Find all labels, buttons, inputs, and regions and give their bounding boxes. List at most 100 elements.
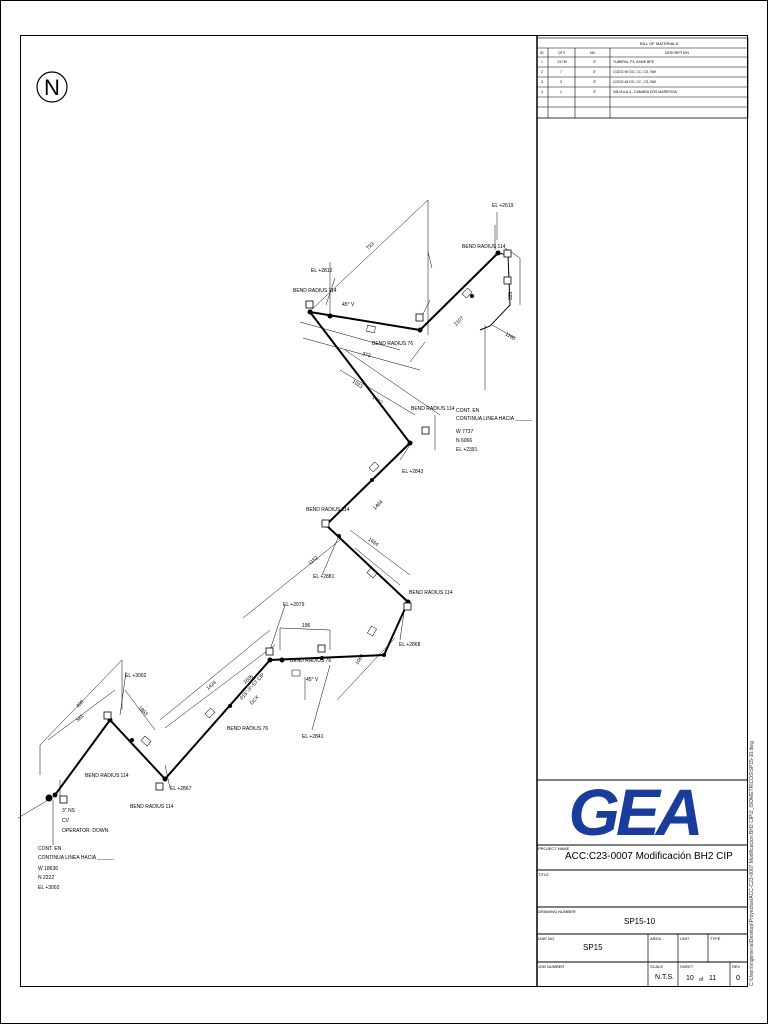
bend-label: BEND RADIUS 114 xyxy=(411,406,455,412)
bom-cell: 3" xyxy=(593,90,597,94)
angle-label: 45° V xyxy=(342,302,355,308)
cont-bottom-line: EL +3002 xyxy=(38,885,60,891)
elevation-label: EL +3002 xyxy=(125,673,147,679)
bom-cell: 3 xyxy=(541,80,543,84)
bom-header-nd: ND xyxy=(590,51,596,55)
drawing-value: SP15-10 xyxy=(624,917,656,926)
gea-logo: GEA xyxy=(568,775,703,849)
dim-label: 196 xyxy=(302,623,311,629)
drawing-border xyxy=(20,35,748,987)
fitting-markers xyxy=(59,249,512,804)
project-label: PROJECT NAME xyxy=(538,846,570,851)
inlet-line: 3" NS xyxy=(62,808,76,814)
sheet-total: 11 xyxy=(709,975,717,982)
dim-label: 1424 xyxy=(205,680,218,692)
bom-cell: 3" xyxy=(593,60,597,64)
line-no-value: SP15 xyxy=(583,943,603,952)
sheet-of: of xyxy=(699,977,704,983)
sheet-label: SHEET xyxy=(680,964,694,969)
scale-label: SCALE xyxy=(650,964,664,969)
dim-label: 335 xyxy=(508,291,514,300)
dim-label: 1803 xyxy=(137,705,149,717)
north-arrow: N xyxy=(36,71,68,103)
cont-bottom-line: W 18636 xyxy=(38,866,58,872)
pipe-joints xyxy=(45,250,501,802)
cont-top-line: CONT. EN xyxy=(456,408,480,414)
bom-cell: 2 xyxy=(541,70,543,74)
right-panel-frame xyxy=(536,36,748,986)
area-label: AREA xyxy=(650,936,661,941)
pipe-route xyxy=(54,252,511,796)
rev-value: 0 xyxy=(736,975,740,982)
cont-top-line: EL +2391 xyxy=(456,447,478,453)
bom-table xyxy=(536,37,749,119)
cont-bottom-line: CONT. EN xyxy=(38,846,62,852)
dim-label: 2107 xyxy=(453,315,465,327)
bom-cell: 3" xyxy=(593,70,597,74)
cont-top-line: CONTINUA LINEA HACIA ______ xyxy=(456,416,532,422)
bend-label: BEND RADIUS 114 xyxy=(293,288,337,294)
bom-text: BILL OF MATERIALS ID QTY ND DESCRIPTION … xyxy=(540,41,689,94)
bom-cell: 7 xyxy=(560,70,562,74)
file-path-text: C:\Users\ingenieria\Desktop\Proyectos\AC… xyxy=(749,741,755,986)
unit-label: UNIT xyxy=(680,936,690,941)
job-label: JOB NUMBER xyxy=(538,964,565,969)
bom-header-id: ID xyxy=(540,51,544,55)
dim-label: 1605 xyxy=(242,674,255,686)
bend-label: BEND RADIUS 114 xyxy=(409,590,453,596)
file-path-margin: C:\Users\ingenieria\Desktop\Proyectos\AC… xyxy=(745,310,767,986)
bom-cell: TUBERIA, P3, ASME BPE xyxy=(613,60,655,64)
bom-cell: 3 xyxy=(560,80,562,84)
inlet-line: CV xyxy=(62,818,70,824)
dim-label: 1060 xyxy=(355,653,366,666)
rev-label: REV xyxy=(732,964,741,969)
dimension-lines xyxy=(17,199,521,819)
bend-label: BEND RADIUS 76 xyxy=(290,658,331,664)
gea-logo-text: GEA xyxy=(568,775,699,849)
inlet-line: OPERATOR: DOWN xyxy=(62,828,109,834)
bom-cell: 1 xyxy=(541,60,543,64)
dim-label: 1654 xyxy=(367,537,380,548)
bend-label: BEND RADIUS 114 xyxy=(130,804,174,810)
angle-label: 45° V xyxy=(306,677,319,683)
dim-label: 408 xyxy=(75,699,85,709)
bend-label: BEND RADIUS 114 xyxy=(85,773,129,779)
elevation-label: EL +2979 xyxy=(283,602,305,608)
bom-cell: 4 xyxy=(541,90,543,94)
sheet-value: 10 xyxy=(686,975,694,982)
cont-top-line: N 6066 xyxy=(456,438,472,444)
dim-label: 793 xyxy=(365,241,375,251)
cont-top-line: W 7737 xyxy=(456,429,473,435)
bend-label: BEND RADIUS 76 xyxy=(372,341,413,347)
scale-value: N.T.S. xyxy=(655,974,675,981)
leader-lines xyxy=(52,212,498,845)
elevation-label: EL +2867 xyxy=(170,786,192,792)
elevation-label: EL +2868 xyxy=(399,642,421,648)
bom-cell: 13.7M xyxy=(557,60,567,64)
cont-bottom-line: CONTINUA LINEA HACIA ______ xyxy=(38,855,114,861)
bom-header-desc: DESCRIPTION xyxy=(665,51,689,55)
dim-label: 1023 xyxy=(351,379,364,390)
bom-cell: 1 xyxy=(560,90,562,94)
bom-cell: VALVULA 3 - CAMARA DOS MARIPOSA xyxy=(613,90,678,94)
title-label: TITLE xyxy=(538,872,549,877)
dim-label: 1422 xyxy=(371,395,384,406)
elevation-label: EL +2843 xyxy=(402,469,424,475)
bend-label: BEND RADIUS 76 xyxy=(227,726,268,732)
elevation-label: EL +2841 xyxy=(302,734,324,740)
line-tag: DCX xyxy=(249,694,261,706)
dim-label: 373 xyxy=(361,351,371,359)
type-label: TYPE xyxy=(710,936,721,941)
drawing-labels: EL +2619 BEND RADIUS 114 EL +2812 BEND R… xyxy=(38,203,532,891)
id-tags xyxy=(140,287,473,747)
elevation-label: EL +2881 xyxy=(313,574,335,580)
line-no-label: LINE NO. xyxy=(538,936,556,941)
dim-label: 1152 xyxy=(307,555,319,567)
bom-cell: CODO 45 DG, CC, CS, BW xyxy=(613,80,657,84)
project-value: ACC:C23-0007 Modificación BH2 CIP xyxy=(565,851,733,862)
elevation-label: EL +2619 xyxy=(492,203,514,209)
elevation-label: EL +2812 xyxy=(311,268,333,274)
bom-cell: 3" xyxy=(593,80,597,84)
cont-bottom-line: N 2222 xyxy=(38,875,54,881)
